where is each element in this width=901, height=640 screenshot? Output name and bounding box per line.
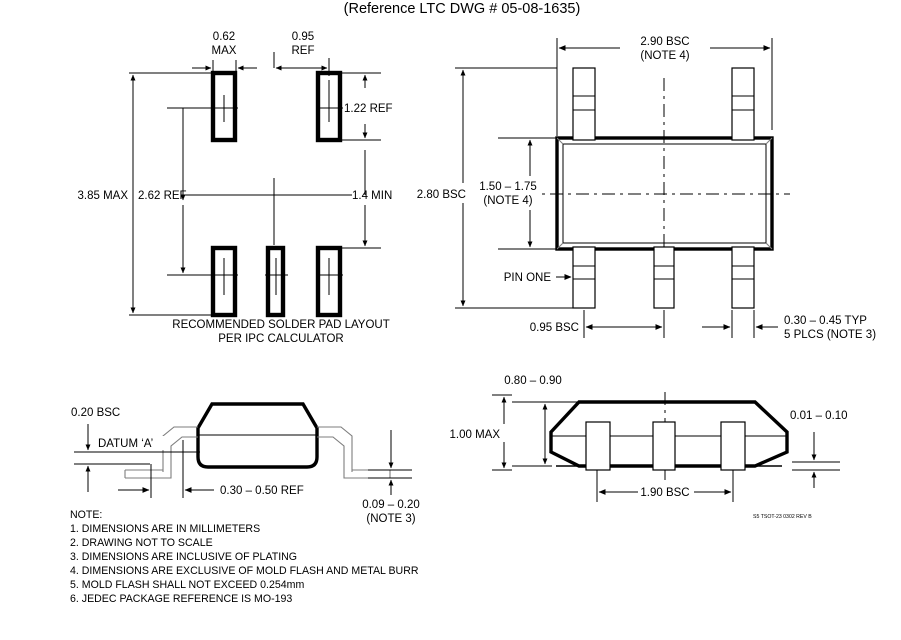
dim-inner-span: 2.62 REF: [138, 190, 187, 202]
body-chamfer-br: [765, 242, 773, 250]
dim-standoff: 0.20 BSC: [71, 407, 120, 419]
datum-a-mask: [94, 436, 164, 450]
lead-lower-right: [731, 246, 755, 309]
dim-overall-span: 3.85 MAX: [78, 190, 129, 202]
dim-190-label-mask: [638, 483, 694, 501]
dim-overall-height: 1.00 MAX: [450, 429, 501, 441]
pin-one-label: PIN ONE: [504, 272, 552, 284]
revision-stamp: S5 TSOT-23 0302 REV B: [753, 514, 812, 520]
note-item-1: 1. DIMENSIONS ARE IN MILLIMETERS: [70, 523, 260, 535]
solder-pad-caption-line1: RECOMMENDED SOLDER PAD LAYOUT: [172, 319, 389, 331]
dim-body-depth: 2.80 BSC: [417, 189, 466, 201]
lead-group-lower: [572, 246, 755, 309]
dim-gap-min: 1.4 MIN: [352, 190, 392, 202]
body-chamfer-tr: [765, 137, 773, 145]
view-package-side: DATUM ‘A’ DATUM ‘A’ 0.20 BSC 0.30 – 0.50…: [71, 402, 420, 525]
front-lead-center: [652, 421, 676, 471]
dim-150-label-mask: [476, 176, 538, 210]
front-lead-left: [585, 421, 611, 471]
body-chamfer-tl: [556, 137, 564, 145]
dim-body-width-value-fg: 2.90 BSC: [640, 36, 689, 48]
pin-one-mask: [494, 268, 556, 286]
view-package-top: 2.90 BSC (NOTE 4) 2.90 BSC (NOTE 4) 2.80…: [417, 33, 876, 341]
side-lead-right-upper: [317, 426, 353, 472]
solder-pad-caption-line2: PER IPC CALCULATOR: [218, 333, 343, 345]
notes-block: NOTE: 1. DIMENSIONS ARE IN MILLIMETERS 2…: [70, 509, 419, 605]
datum-a-label-fg: DATUM ‘A’: [98, 438, 153, 450]
note-item-4: 4. DIMENSIONS ARE EXCLUSIVE OF MOLD FLAS…: [70, 565, 419, 577]
side-lead-left-upper: [162, 426, 198, 472]
dim-100-label-mask: [462, 424, 514, 442]
dim-seating-plane-gap: 0.01 – 0.10: [790, 410, 848, 422]
front-lead-right: [720, 421, 746, 471]
dim-pad-pitch-qualifier: REF: [292, 45, 315, 57]
dim-pad-width-qualifier: MAX: [212, 45, 237, 57]
lead-group-upper: [572, 67, 755, 141]
side-lead-left-lower: [125, 436, 198, 479]
dim-foot-length: 0.30 – 0.50 REF: [220, 485, 304, 497]
lead-lower-center: [653, 246, 675, 309]
drawing-title: (Reference LTC DWG # 05-08-1635): [344, 1, 581, 17]
lead-upper-left: [572, 67, 596, 141]
dim-lead-width-value: 0.30 – 0.45 TYP: [784, 315, 867, 327]
notes-heading: NOTE:: [70, 509, 102, 521]
note-item-6: 6. JEDEC PACKAGE REFERENCE IS MO-193: [70, 593, 292, 605]
dim-pad-pitch-value: 0.95: [292, 31, 314, 43]
dim-body-length-note: (NOTE 4): [483, 195, 532, 207]
lead-lower-left: [572, 246, 596, 309]
side-lead-right-lower: [317, 436, 390, 479]
dim-body-width-note-fg: (NOTE 4): [640, 50, 689, 62]
note-item-3: 3. DIMENSIONS ARE INCLUSIVE OF PLATING: [70, 551, 297, 563]
lead-upper-right: [731, 67, 755, 141]
note-item-2: 2. DRAWING NOT TO SCALE: [70, 537, 213, 549]
dim-body-height: 0.80 – 0.90: [504, 375, 562, 387]
note-item-5: 5. MOLD FLASH SHALL NOT EXCEED 0.254mm: [70, 579, 304, 591]
view-package-front: 0.80 – 0.90 1.00 MAX 0.01 – 0.10 1.90 BS…: [450, 375, 848, 502]
dim-body-length-value: 1.50 – 1.75: [479, 181, 537, 193]
dim-290-label-mask: [620, 33, 710, 63]
dim-lead-thickness-value: 0.09 – 0.20: [362, 499, 420, 511]
dim-280-label-mask: [420, 183, 468, 203]
dim-lead-pitch: 0.95 BSC: [530, 322, 579, 334]
dim-lead-thickness-note: (NOTE 3): [366, 513, 415, 525]
dim-pad-width-value: 0.62: [213, 31, 235, 43]
dim-lead-width-note: 5 PLCS (NOTE 3): [784, 329, 876, 341]
body-chamfer-bl: [556, 242, 564, 250]
dim-pad-length: 1.22 REF: [344, 103, 393, 115]
view-solder-pad-layout: 0.62 MAX 0.95 REF 1.22 REF 3.85 MAX: [78, 31, 393, 345]
dim-lead-span: 1.90 BSC: [640, 487, 689, 499]
